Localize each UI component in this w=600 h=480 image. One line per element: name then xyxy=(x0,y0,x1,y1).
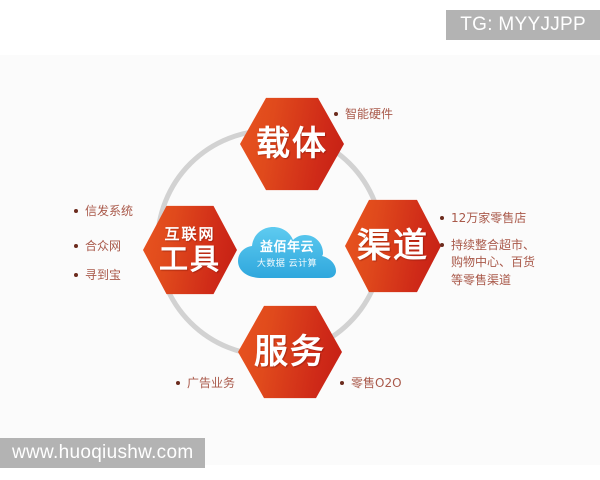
watermark-top-text: TG: MYYJJPP xyxy=(460,14,586,35)
bullet-dot-icon xyxy=(440,215,444,220)
label-xinfa-system: 信发系统 xyxy=(74,203,133,220)
cloud-shape-icon xyxy=(238,227,336,278)
label-smart-hardware-text: 智能硬件 xyxy=(345,107,394,121)
bullet-dot-icon xyxy=(176,380,180,385)
watermark-bottom: www.huoqiushw.com xyxy=(0,438,206,468)
hex-node-tools-sublabel: 互联网 xyxy=(164,224,216,243)
label-smart-hardware: 智能硬件 xyxy=(334,106,393,123)
label-advertising-business: 广告业务 xyxy=(176,375,235,392)
bullet-dot-icon xyxy=(340,380,344,385)
label-retail-o2o-text: 零售O2O xyxy=(351,376,402,390)
cloud-core[interactable]: 益佰年云 大数据 云计算 xyxy=(232,222,342,282)
label-retail-o2o: 零售O2O xyxy=(340,375,402,392)
label-retail-stores: 12万家零售店 xyxy=(440,210,526,227)
bullet-dot-icon xyxy=(74,208,78,213)
cloud-core-text: 益佰年云 大数据 云计算 xyxy=(232,222,342,282)
cloud-core-subtitle: 大数据 云计算 xyxy=(256,259,318,269)
label-xundaobao-text: 寻到宝 xyxy=(85,268,122,282)
hex-node-service-label: 服务 xyxy=(254,332,326,372)
label-xinfa-system-text: 信发系统 xyxy=(85,204,134,218)
bullet-dot-icon xyxy=(440,242,444,247)
bullet-dot-icon xyxy=(334,111,338,116)
hex-node-tools-label: 工具 xyxy=(158,241,221,276)
hex-node-carrier[interactable]: 载体 xyxy=(240,97,344,191)
label-xundaobao: 寻到宝 xyxy=(74,267,121,284)
watermark-top: TG: MYYJJPP xyxy=(446,10,600,40)
label-hezhong-net: 合众网 xyxy=(74,238,121,255)
bullet-dot-icon xyxy=(74,243,78,248)
hex-node-tools[interactable]: 互联网 工具 xyxy=(143,205,237,295)
watermark-bottom-text: www.huoqiushw.com xyxy=(12,442,194,463)
bullet-dot-icon xyxy=(74,272,78,277)
label-advertising-business-text: 广告业务 xyxy=(187,376,236,390)
hex-node-channel-label: 渠道 xyxy=(357,226,429,266)
hex-node-carrier-label: 载体 xyxy=(256,124,328,164)
cloud-core-title: 益佰年云 xyxy=(259,239,314,255)
label-retail-channels-text: 持续整合超市、购物中心、百货等零售渠道 xyxy=(451,238,536,287)
label-hezhong-net-text: 合众网 xyxy=(85,239,122,253)
label-retail-channels: 持续整合超市、购物中心、百货等零售渠道 xyxy=(440,237,545,289)
label-retail-stores-text: 12万家零售店 xyxy=(451,211,527,225)
